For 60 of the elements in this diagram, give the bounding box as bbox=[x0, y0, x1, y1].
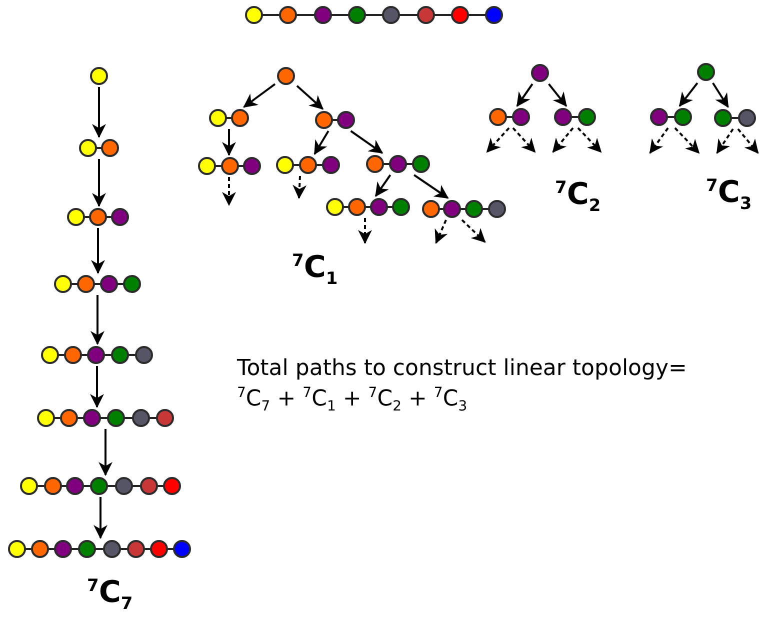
arrow bbox=[374, 174, 392, 197]
bead-chain bbox=[39, 344, 155, 366]
arrow bbox=[94, 497, 108, 539]
combination-label: $^{7}$C$_{2}$ bbox=[555, 180, 601, 215]
dashed-arrow bbox=[461, 219, 486, 243]
bead bbox=[529, 62, 551, 84]
arrow bbox=[296, 85, 324, 110]
arrow bbox=[350, 130, 384, 154]
arrow bbox=[314, 130, 330, 155]
arrow bbox=[243, 83, 276, 108]
combination-label: $^{7}$C$_{3}$ bbox=[706, 178, 752, 213]
bead-chain bbox=[6, 538, 193, 560]
bead-chain bbox=[35, 407, 176, 429]
combination-label: $^{7}$C$_{1}$ bbox=[292, 253, 338, 288]
bead-chain bbox=[712, 107, 758, 129]
arrow bbox=[90, 295, 104, 345]
bead-chain bbox=[364, 153, 432, 175]
bead bbox=[88, 65, 110, 87]
arrow bbox=[92, 87, 106, 138]
arrow bbox=[516, 83, 534, 107]
bead bbox=[275, 65, 297, 87]
arrow bbox=[414, 174, 449, 199]
bead-chain bbox=[207, 107, 251, 129]
arrow bbox=[678, 82, 698, 107]
dashed-arrow bbox=[512, 127, 536, 153]
bead-chain bbox=[487, 106, 532, 128]
dashed-arrow bbox=[674, 127, 700, 154]
bead-chain bbox=[18, 475, 183, 497]
arrow bbox=[712, 82, 729, 108]
dashed-arrow bbox=[716, 128, 734, 154]
formula-text: Total paths to construct linear topology= bbox=[237, 356, 687, 382]
arrow bbox=[548, 83, 568, 107]
dashed-arrow bbox=[737, 128, 759, 154]
bead-chain bbox=[324, 196, 412, 218]
bead-chain bbox=[77, 137, 121, 159]
bead-chain bbox=[420, 198, 508, 220]
arrow bbox=[98, 429, 112, 476]
bead bbox=[695, 61, 717, 83]
formula-text: $^{7}$C$_{7}$ + $^{7}$C$_{1}$ + $^{7}$C$_{2}$ + $^{7}$C$_{3}$ bbox=[237, 385, 468, 416]
dashed-arrow bbox=[486, 127, 510, 153]
bead-chain bbox=[313, 109, 357, 131]
arrow bbox=[91, 228, 105, 274]
dashed-arrow bbox=[434, 220, 448, 244]
dashed-arrow bbox=[649, 127, 669, 154]
combination-label: $^{7}$C$_{7}$ bbox=[87, 578, 133, 613]
dashed-arrow bbox=[292, 176, 307, 199]
bead-chain bbox=[52, 273, 143, 295]
bead-chain bbox=[274, 154, 342, 176]
dashed-arrow bbox=[577, 127, 602, 153]
bead-chain bbox=[65, 206, 131, 228]
arrow bbox=[222, 129, 236, 156]
bead-chain bbox=[196, 155, 263, 177]
bead-chain bbox=[552, 106, 598, 128]
bead-chain bbox=[243, 4, 505, 26]
dashed-arrow bbox=[222, 177, 236, 206]
arrow bbox=[90, 366, 104, 408]
dashed-arrow bbox=[552, 127, 574, 153]
bead-chain bbox=[648, 106, 694, 128]
dashed-arrow bbox=[358, 218, 372, 244]
arrow bbox=[92, 159, 106, 207]
